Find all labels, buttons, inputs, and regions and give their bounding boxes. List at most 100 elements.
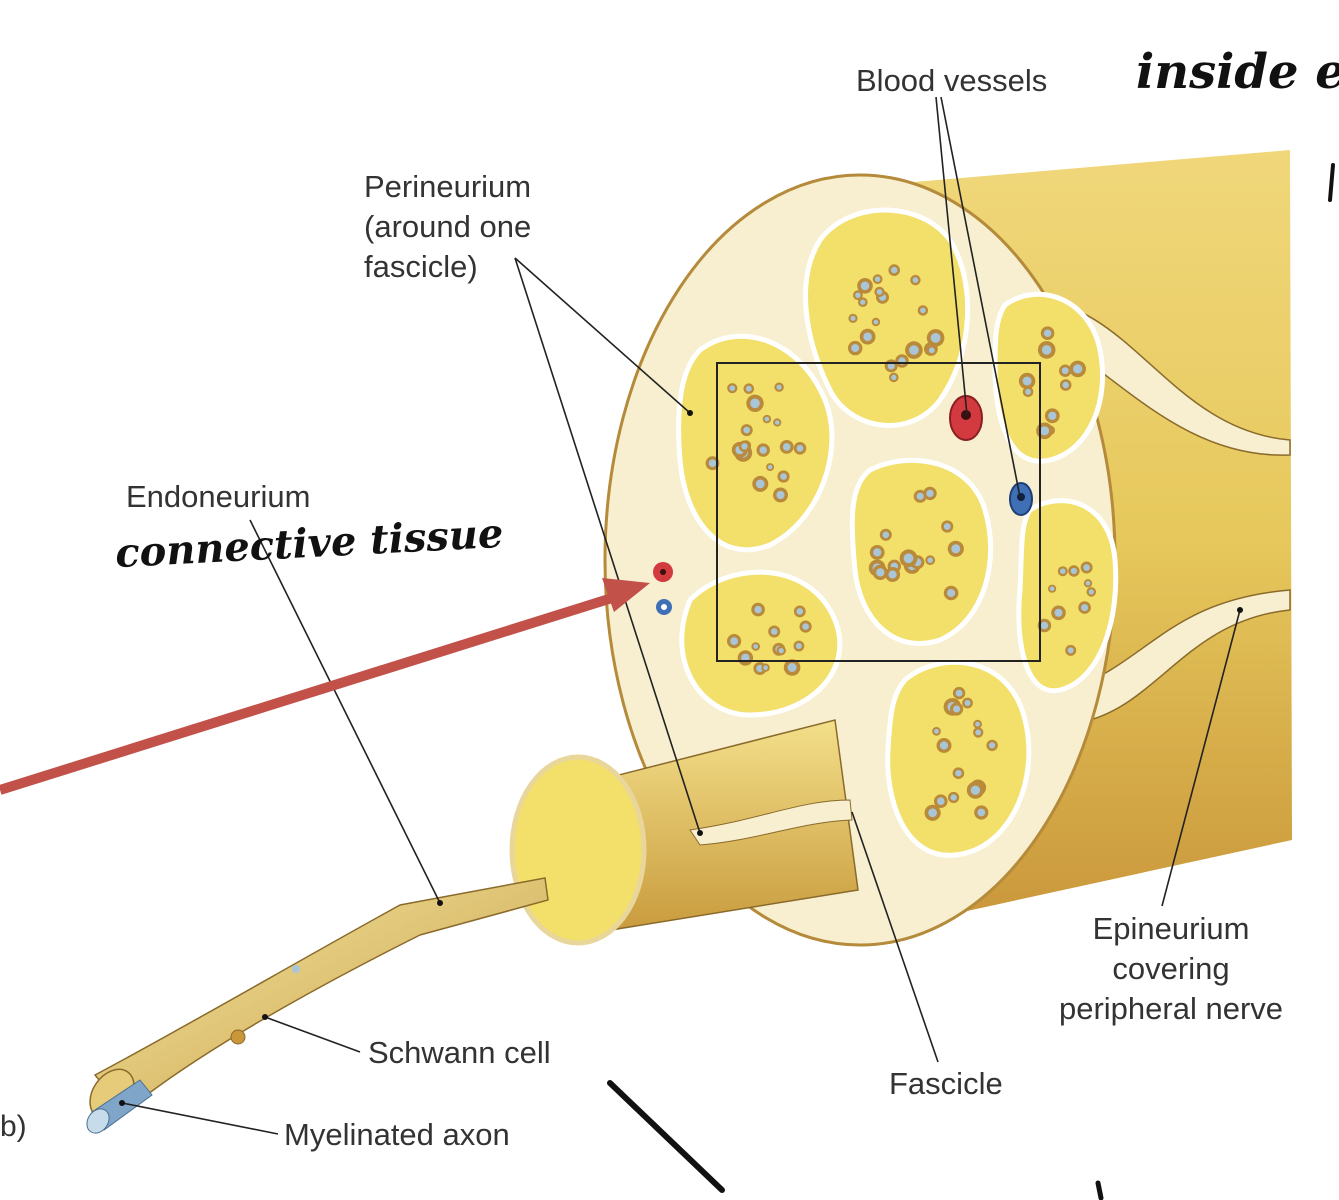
fascicles — [676, 207, 1119, 858]
axon-core-dot — [776, 490, 785, 500]
axon-core-dot — [928, 808, 937, 818]
fascicle — [992, 291, 1106, 464]
axon-core-dot — [874, 276, 881, 282]
axon-core-dot — [975, 729, 982, 736]
axon-core-dot — [975, 721, 980, 727]
axon-end — [86, 1108, 110, 1134]
axon-core-dot — [796, 444, 804, 452]
axon-core-dot — [939, 741, 949, 750]
label-fascicle: Fascicle — [889, 1066, 1003, 1101]
label-line: covering — [1112, 951, 1230, 986]
axon-core-dot — [927, 557, 933, 563]
axon-core-dot — [795, 643, 802, 649]
axon-core-dot — [787, 663, 797, 672]
label-line: Epineurium — [1092, 911, 1250, 946]
handwritten-note-inside: inside ep — [1136, 44, 1339, 100]
label-schwann-cell: Schwann cell — [368, 1035, 551, 1070]
axon-core-dot — [964, 700, 971, 706]
axon-core-dot — [759, 446, 767, 454]
artery-lumen — [961, 410, 971, 420]
axon-core-dot — [926, 489, 934, 498]
label-myelinated-axon: Myelinated axon — [284, 1117, 510, 1152]
label-endoneurium: Endoneurium — [126, 479, 311, 514]
axon-core-dot — [1073, 364, 1083, 374]
fascicle — [885, 659, 1032, 858]
leader-dots — [119, 410, 1243, 1106]
panel-letter: b) — [0, 1110, 27, 1143]
fascicle-end — [509, 754, 647, 946]
fascicle — [803, 207, 971, 428]
axon-core-dot — [1070, 567, 1077, 575]
axon-core-dot — [1067, 647, 1074, 654]
axon-core-dot — [873, 319, 879, 325]
axon-core-dot — [778, 648, 784, 654]
perineurium-cut — [689, 799, 853, 846]
axon-core-dot — [891, 374, 897, 380]
axon-core-dot — [863, 332, 872, 342]
axon-core-dot — [1062, 381, 1069, 389]
axon-core-dot — [753, 644, 759, 649]
axon-core-dot — [1083, 564, 1090, 571]
axon-core-dot — [1041, 345, 1052, 355]
annotation-arrowhead — [602, 578, 650, 612]
axon-core-dot — [1043, 329, 1052, 337]
magnification-box — [716, 362, 1041, 662]
axon-core-dot — [729, 385, 736, 392]
axon-core-dot — [770, 628, 778, 635]
axon-core-dot — [796, 608, 804, 615]
label-blood-vessels: Blood vessels — [856, 63, 1048, 98]
axon-core-dot — [754, 605, 762, 614]
axon-core-dot — [763, 665, 768, 670]
axon-core-dot — [937, 797, 945, 805]
handwritten-stroke — [1095, 1180, 1104, 1200]
schwann-nucleus — [230, 1029, 246, 1045]
axon-core-dot — [951, 544, 961, 554]
fascicle — [679, 569, 843, 718]
axon-core-dot — [1025, 388, 1031, 395]
handwritten-stroke — [1328, 163, 1335, 202]
axon-core-dot — [909, 345, 919, 355]
axon-core-dot — [1048, 411, 1057, 420]
axon-core-dot — [764, 416, 770, 422]
axon-core-dot — [782, 443, 791, 451]
vein-lumen — [1017, 493, 1025, 501]
node-of-ranvier — [292, 965, 300, 973]
axon-core-dot — [743, 426, 750, 434]
axon-core-dot — [882, 531, 890, 539]
axon-core-dot — [745, 385, 752, 392]
fascicle — [1016, 498, 1119, 694]
axon-core-dot — [873, 548, 882, 557]
axon-core-dot — [730, 637, 738, 645]
axon-core-dot — [912, 277, 919, 283]
axon-core-dot — [955, 689, 963, 697]
axon-core-dot — [943, 523, 951, 530]
axon-core-dot — [860, 299, 866, 305]
axon-core-dot — [1085, 581, 1091, 586]
axon-core-dot — [977, 808, 986, 817]
label-line: (around one — [364, 209, 532, 244]
axon-core-dot — [850, 315, 856, 321]
nerve-fiber — [93, 877, 549, 1114]
axon-core-dot — [947, 589, 956, 597]
axon-core-dot — [855, 292, 861, 298]
axon-core-dot — [891, 266, 898, 274]
axon-core-dot — [1081, 604, 1089, 612]
axon-core-dot — [1061, 367, 1069, 375]
axon-core-dot — [970, 785, 981, 795]
axon-core-dot — [934, 728, 939, 734]
label-perineurium: Perineurium (around one fascicle) — [364, 167, 531, 287]
axon-core-dot — [916, 492, 924, 500]
axon-core-dot — [802, 623, 809, 630]
axon-core-dot — [1088, 589, 1094, 595]
axon-core-dot — [989, 742, 996, 749]
axon-core-dot — [930, 333, 941, 343]
epineurium-cut-lower — [1068, 589, 1291, 721]
annotation-arrow — [0, 593, 614, 795]
label-epineurium: Epineurium covering peripheral nerve — [1043, 909, 1299, 1029]
axon-core-dot — [780, 473, 787, 480]
axon-core-dot — [876, 289, 883, 295]
handwritten-stroke — [607, 1080, 725, 1193]
axon-core-dot — [1060, 568, 1066, 574]
axon-core-dot — [1039, 426, 1050, 436]
